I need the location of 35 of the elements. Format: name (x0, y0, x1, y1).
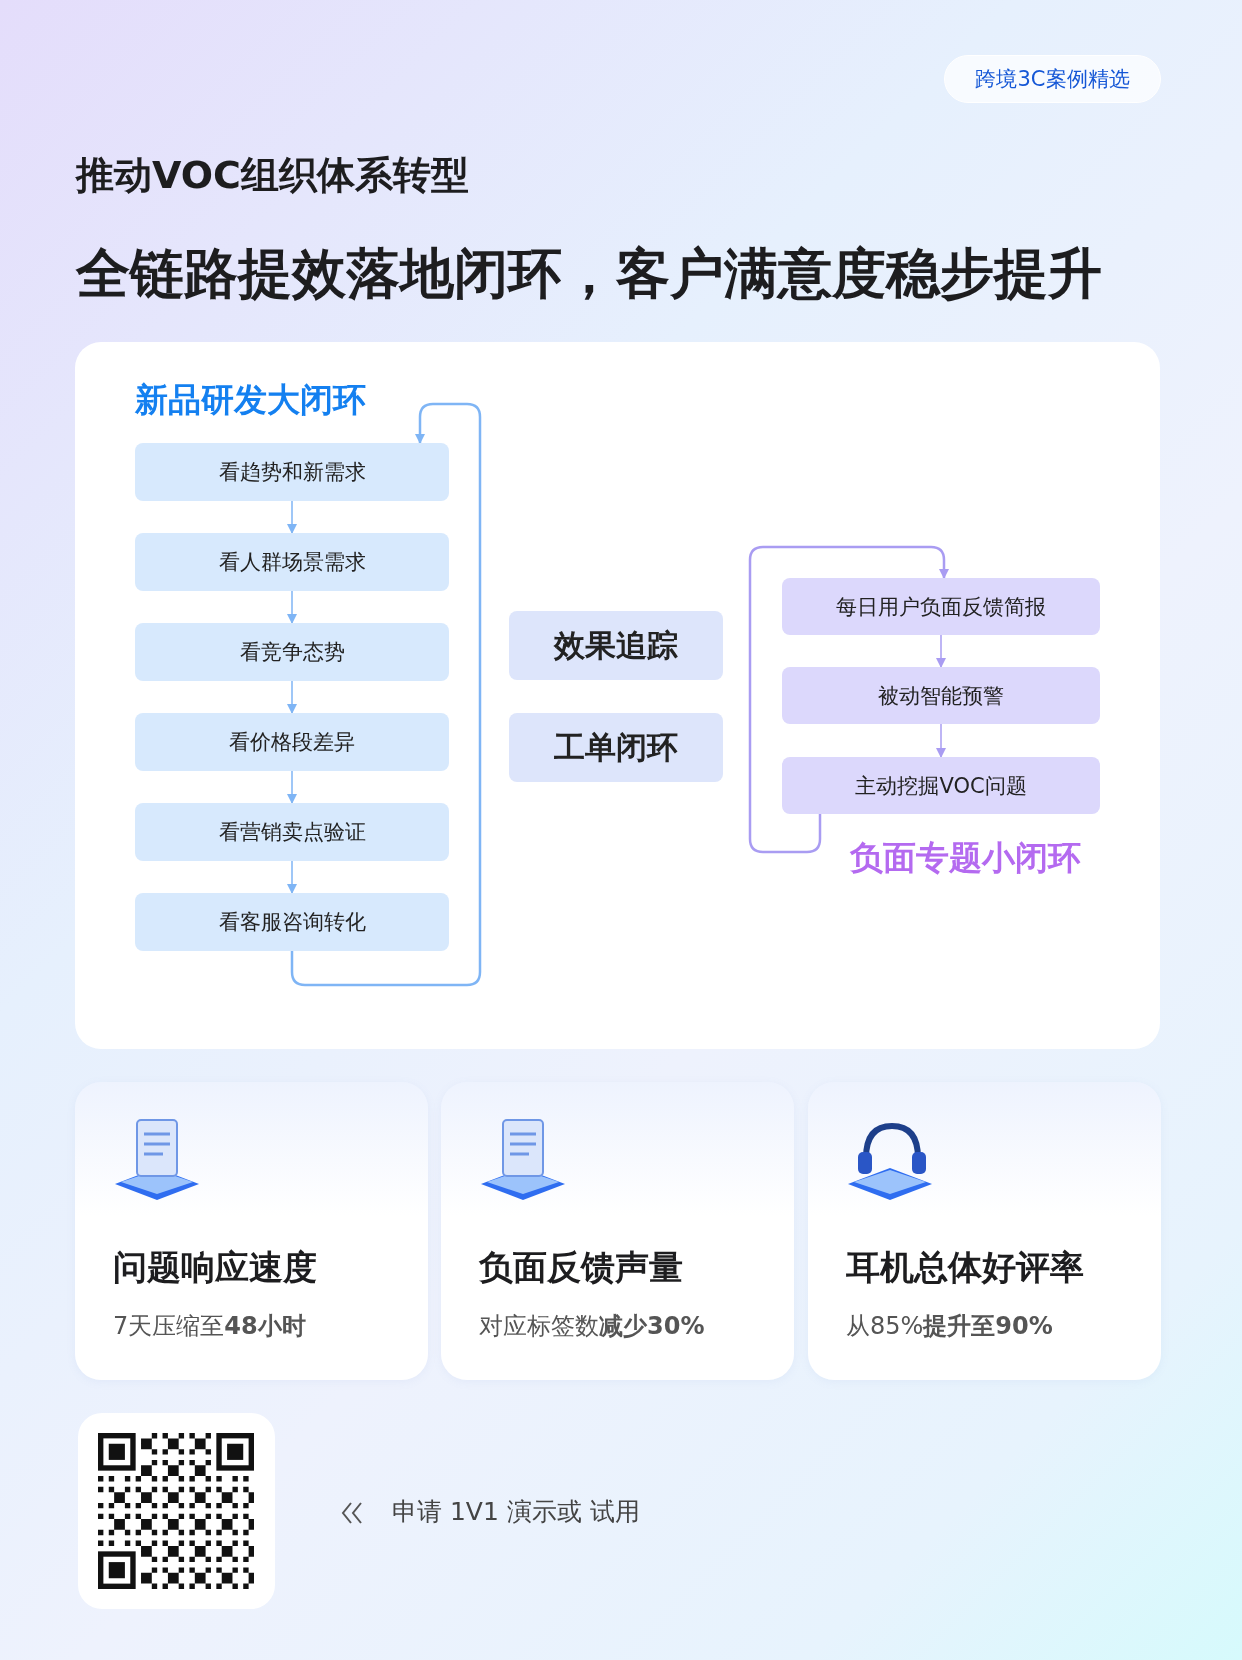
call-to-action-text: 申请 1V1 演示或 试用 (392, 1496, 640, 1528)
arrow (287, 500, 297, 534)
loop-heading: 新品研发大闭环 (135, 379, 366, 421)
process-box: 被动智能预警 (782, 667, 1100, 724)
arrow (287, 770, 297, 804)
process-box: 看人群场景需求 (135, 533, 449, 591)
stat-description: 7天压缩至48小时 (113, 1311, 306, 1342)
stat-card (441, 1082, 794, 1380)
stat-heading: 负面反馈声量 (479, 1246, 683, 1289)
process-box: 看客服咨询转化 (135, 893, 449, 951)
process-box: 看价格段差异 (135, 713, 449, 771)
stat-card (75, 1082, 428, 1380)
loop-heading: 负面专题小闭环 (850, 837, 1081, 879)
arrow (287, 590, 297, 624)
stat-description: 对应标签数减少30% (479, 1311, 705, 1342)
arrow (287, 860, 297, 894)
process-box: 效果追踪 (509, 611, 723, 680)
arrow (936, 634, 946, 668)
arrow (287, 680, 297, 714)
process-box: 看趋势和新需求 (135, 443, 449, 501)
process-box: 看营销卖点验证 (135, 803, 449, 861)
arrow (748, 545, 949, 854)
process-box: 看竞争态势 (135, 623, 449, 681)
stat-heading: 问题响应速度 (113, 1246, 317, 1289)
stat-description: 从85%提升至90% (846, 1311, 1053, 1342)
tag-pill: 跨境3C案例精选 (944, 55, 1161, 103)
process-box: 主动挖掘VOC问题 (782, 757, 1100, 814)
stat-heading: 耳机总体好评率 (846, 1246, 1084, 1289)
page-title: 推动VOC组织体系转型 (76, 152, 469, 199)
arrow (936, 723, 946, 758)
arrow (290, 402, 482, 987)
process-box: 每日用户负面反馈简报 (782, 578, 1100, 635)
stat-card (808, 1082, 1161, 1380)
headline: 全链路提效落地闭环，客户满意度稳步提升 (76, 241, 1102, 307)
process-box: 工单闭环 (509, 713, 723, 782)
